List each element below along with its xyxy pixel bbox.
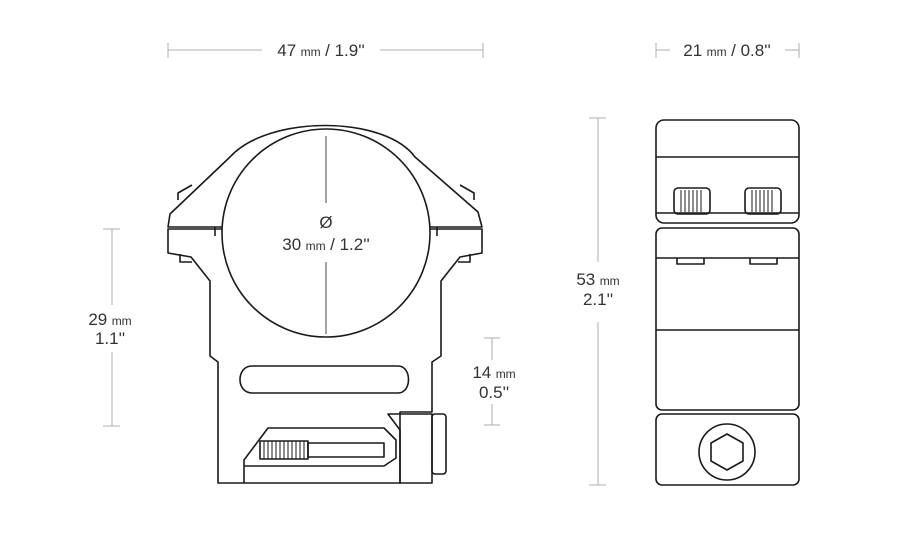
hex-socket-icon (710, 433, 744, 471)
total-height-imperial: 2.1'' (583, 290, 613, 309)
total-height-label: 53 mm (576, 270, 619, 289)
dimension-rail-height-lines (484, 337, 500, 426)
diameter-symbol: Ø (319, 213, 332, 232)
dimension-height-center-lines (103, 228, 120, 427)
right-lower-tab (458, 254, 471, 263)
side-screw-left (673, 187, 711, 215)
cross-bolt-shank (307, 442, 385, 458)
front-view (167, 124, 483, 484)
side-clamp (655, 413, 800, 486)
clamp-nut (431, 413, 447, 475)
hex-bolt-head (698, 423, 756, 481)
dimension-depth-lines (655, 43, 800, 58)
width-label: 47 mm / 1.9'' (277, 41, 364, 60)
side-screw-right (744, 187, 782, 215)
height-center-label: 29 mm (88, 310, 131, 329)
ring-base (167, 228, 483, 484)
right-cap-screw (459, 184, 475, 200)
side-cap (655, 119, 800, 224)
side-view (655, 119, 800, 486)
rail-height-imperial: 0.5'' (479, 383, 509, 402)
rail-clamp-cutout (243, 427, 397, 483)
clamp-jaw (387, 413, 433, 484)
ring-cap (167, 124, 483, 228)
side-tab-left (676, 258, 705, 265)
side-body (655, 227, 800, 411)
depth-label: 21 mm / 0.8'' (683, 41, 770, 60)
left-cap-screw (177, 184, 193, 200)
dimension-width-lines (167, 43, 484, 58)
rail-height-label: 14 mm (472, 363, 515, 382)
left-lower-tab (179, 254, 192, 263)
window-slot (239, 365, 410, 394)
height-center-imperial: 1.1'' (95, 329, 125, 348)
side-tab-right (749, 258, 778, 265)
dimension-total-height-lines (589, 117, 606, 486)
diameter-label: 30 mm / 1.2'' (282, 235, 369, 254)
cross-bolt-hatching (263, 441, 305, 459)
scope-tube-bore (221, 128, 431, 338)
